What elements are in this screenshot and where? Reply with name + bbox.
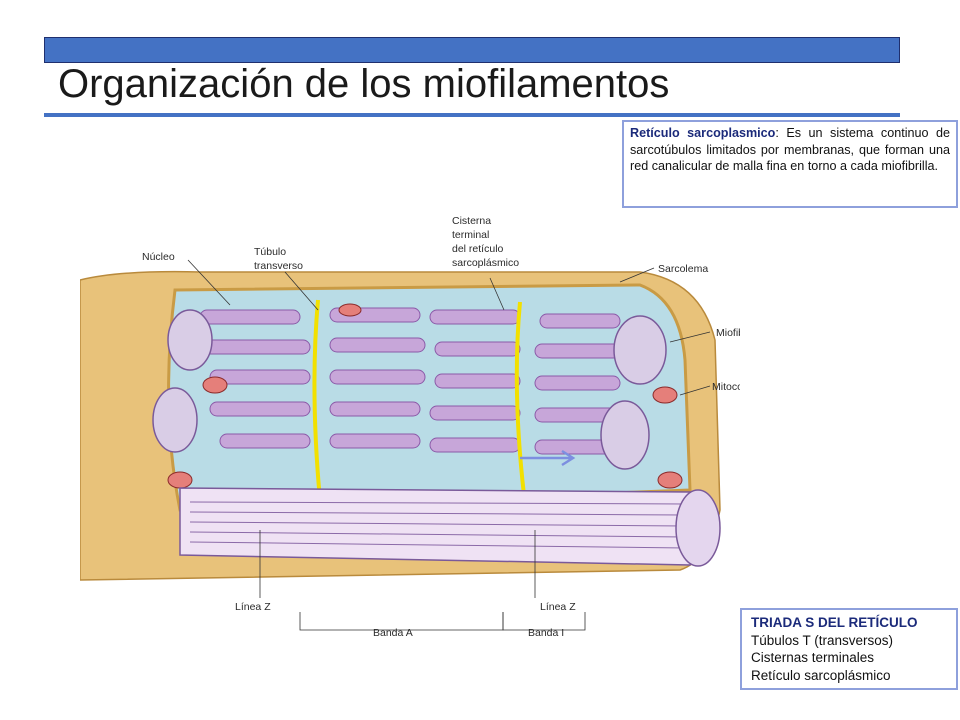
t-tubule-left [312, 299, 322, 501]
title-underline [44, 113, 900, 117]
arrow-icon [520, 449, 576, 467]
myofibril-end [675, 489, 721, 567]
label-nucleo: Núcleo [142, 251, 175, 263]
label-banda-i: Banda I [528, 627, 564, 639]
label-tubulo-2: transverso [254, 260, 303, 272]
label-sarcolema: Sarcolema [658, 263, 708, 275]
myofibril-diagram: Núcleo Túbulo transverso Cisterna termin… [80, 215, 740, 639]
label-cisterna-3: del retículo [452, 243, 504, 255]
triad-heading: TRIADA S DEL RETÍCULO [751, 615, 918, 630]
label-mitocondrias: Mitocondrias [712, 381, 740, 393]
label-tubulo-1: Túbulo [254, 246, 286, 258]
triad-item-3: Retículo sarcoplásmico [751, 667, 891, 683]
label-linea-z-left: Línea Z [235, 601, 271, 613]
slide-title: Organización de los miofilamentos [58, 62, 670, 106]
label-cisterna-4: sarcoplásmico [452, 257, 519, 269]
exposed-myofibril [179, 487, 706, 566]
leader-lines [187, 259, 711, 631]
myofibril-cross-sections [152, 309, 667, 470]
myofibril-stripes [189, 501, 686, 549]
triad-item-1: Túbulos T (transversos) [751, 632, 894, 648]
triad-item-2: Cisternas terminales [751, 650, 875, 665]
sarcoplasmic-reticulum-callout: Retículo sarcoplasmico: Es un sistema co… [622, 120, 958, 208]
callout-lead: Retículo sarcoplasmico [630, 126, 776, 140]
triad-info-box: TRIADA S DEL RETÍCULO Túbulos T (transve… [740, 608, 958, 690]
mitochondria [167, 303, 683, 489]
title-accent-bar [44, 37, 900, 63]
t-tubule-right [514, 301, 526, 496]
label-cisterna-2: terminal [452, 229, 489, 241]
label-cisterna-1: Cisterna [452, 215, 491, 227]
callout-text: : Es un sistema continuo de sarcotúbulos… [630, 126, 950, 173]
label-banda-a: Banda A [373, 627, 413, 639]
label-linea-z-right: Línea Z [540, 601, 576, 613]
label-miofibrilla: Miofibrilla [716, 327, 740, 339]
